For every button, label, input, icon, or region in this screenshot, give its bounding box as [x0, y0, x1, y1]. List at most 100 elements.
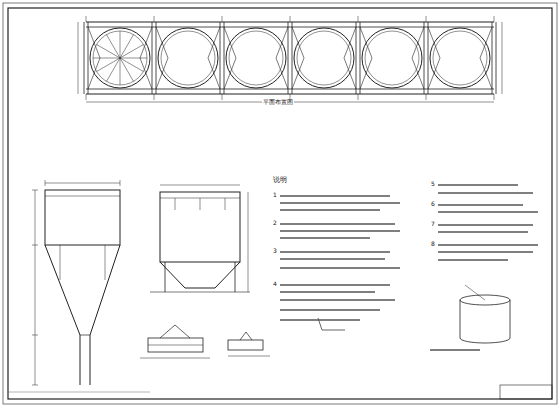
- silo-circle: [90, 28, 150, 88]
- cad-line: [290, 16, 291, 22]
- cad-line: [280, 195, 390, 197]
- cad-line: [438, 231, 528, 233]
- cad-line: [280, 291, 375, 293]
- silo-circle: [430, 28, 490, 88]
- tank-outline: [460, 338, 510, 343]
- cad-line: [438, 192, 533, 194]
- cad-line: [120, 31, 121, 58]
- cad-line: [280, 209, 380, 211]
- cad-line: [280, 223, 395, 225]
- cad-line: [280, 258, 385, 260]
- cad-line: [510, 300, 511, 338]
- cad-line: [428, 22, 429, 94]
- cad-line: [120, 35, 134, 58]
- cad-line: [84, 22, 85, 94]
- cad-line: [32, 190, 38, 191]
- cad-line: [496, 22, 497, 94]
- cad-line: [280, 319, 360, 321]
- cad-rect: [500, 385, 552, 399]
- cad-line: [280, 299, 395, 301]
- cad-line: [32, 245, 38, 246]
- cad-line: [120, 180, 121, 186]
- note-number: 5: [430, 181, 436, 188]
- cad-line: [280, 202, 400, 204]
- cad-line: [32, 335, 38, 336]
- cad-line: [356, 22, 357, 94]
- view-title: 平面布置图: [262, 99, 294, 106]
- cad-rect: [148, 338, 203, 352]
- silo-circle: [93, 31, 147, 85]
- cad-line: [93, 58, 120, 59]
- cad-line: [32, 385, 38, 386]
- cad-line: [140, 358, 210, 359]
- cad-line: [154, 94, 155, 100]
- cad-line: [148, 345, 203, 346]
- cad-rect: [45, 190, 120, 245]
- cad-line: [438, 184, 518, 186]
- cad-line: [86, 94, 87, 100]
- cad-line: [280, 237, 370, 239]
- cad-line: [228, 356, 270, 357]
- cad-rect: [8, 8, 552, 399]
- note-number: 4: [272, 281, 278, 288]
- cad-line: [80, 335, 90, 336]
- cad-line: [438, 224, 533, 226]
- cad-line: [225, 198, 226, 210]
- cad-line: [120, 58, 143, 72]
- note-number: 3: [272, 248, 278, 255]
- cad-line: [494, 94, 495, 100]
- cad-line: [86, 89, 494, 90]
- cad-line: [360, 22, 361, 94]
- note-number: 1: [272, 192, 278, 199]
- cad-line: [165, 262, 166, 292]
- note-number: 6: [430, 201, 436, 208]
- cad-line: [45, 180, 46, 186]
- silo-circle: [226, 28, 286, 88]
- cad-line: [8, 392, 150, 393]
- cad-line: [492, 22, 493, 94]
- cad-line: [120, 58, 121, 85]
- note-number: 2: [272, 220, 278, 227]
- silo-circle: [433, 31, 487, 85]
- cad-line: [220, 22, 221, 94]
- cad-line: [438, 204, 523, 206]
- cad-outline: [240, 332, 252, 340]
- cad-line: [105, 245, 106, 280]
- cad-rect: [3, 3, 557, 404]
- silo-circle: [362, 28, 422, 88]
- cad-line: [248, 192, 249, 292]
- silo-circle: [229, 31, 283, 85]
- cad-line: [426, 16, 427, 22]
- cad-line: [35, 190, 36, 385]
- cad-line: [175, 198, 176, 210]
- cad-line: [107, 35, 121, 58]
- cad-line: [494, 16, 495, 22]
- note-number: 8: [430, 241, 436, 248]
- cad-line: [120, 45, 143, 59]
- cad-line: [107, 58, 121, 81]
- silo-circle: [294, 28, 354, 88]
- cad-line: [438, 211, 538, 213]
- cad-rect: [228, 340, 263, 350]
- cad-line: [465, 285, 485, 300]
- cad-line: [120, 58, 147, 59]
- cad-line: [424, 22, 425, 94]
- cad-line: [160, 185, 240, 186]
- cad-line: [460, 300, 461, 338]
- notes-heading: 说明: [272, 177, 288, 185]
- cad-rect: [160, 192, 240, 262]
- cad-line: [358, 16, 359, 22]
- cad-line: [224, 22, 225, 94]
- cad-line: [86, 27, 494, 28]
- cad-outline: [90, 245, 120, 385]
- cad-line: [200, 198, 201, 210]
- cad-line: [45, 183, 120, 184]
- cad-line: [280, 267, 400, 269]
- cad-line: [430, 349, 480, 350]
- cad-line: [156, 22, 157, 94]
- cad-outline: [160, 325, 190, 338]
- cad-line: [120, 58, 134, 81]
- cad-line: [150, 292, 250, 293]
